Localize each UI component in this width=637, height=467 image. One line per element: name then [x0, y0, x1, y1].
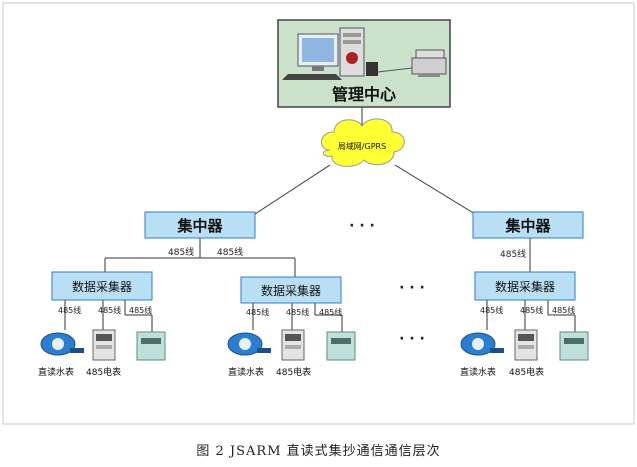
gas-meter-icon: [136, 331, 166, 361]
ellipsis-bottom: · · ·: [399, 331, 425, 347]
meter-line-label: 485线: [58, 305, 81, 315]
concentrator-right: 集中器: [472, 211, 584, 239]
electric-meter-icon: [92, 329, 116, 361]
network-cloud: 局域网/GPRS: [321, 118, 405, 167]
management-center: 管理中心: [277, 19, 451, 108]
meter-line-label: 485线: [286, 307, 309, 317]
collector-2-label: 数据采集器: [261, 283, 321, 298]
concentrator-left: 集中器: [144, 211, 256, 239]
meter-line-label: 485线: [246, 307, 269, 317]
meter-line-label: 485线: [480, 305, 503, 315]
collector-1: 数据采集器: [51, 271, 153, 301]
meter-line-label: 485线: [98, 305, 121, 315]
bus-label-left-b: 485线: [217, 246, 243, 258]
water-meter-icon: [227, 332, 271, 356]
electric-meter-caption: 485电表: [509, 366, 544, 378]
network-diagram: 管理中心 局域网/GPRS 集中器 集中器 485线 485线 485线 数据采…: [2, 2, 635, 425]
ellipsis-top: · · ·: [349, 218, 375, 234]
water-meter-icon: [40, 332, 84, 356]
collector-3: 数据采集器: [474, 271, 576, 301]
meter-line-label: 485线: [552, 305, 575, 315]
electric-meter-caption: 485电表: [276, 366, 311, 378]
collector-2: 数据采集器: [240, 276, 342, 304]
concentrator-right-label: 集中器: [504, 217, 551, 235]
concentrator-left-label: 集中器: [176, 217, 223, 235]
ellipsis-middle: · · ·: [399, 280, 425, 296]
meter-line-label: 485线: [319, 307, 342, 317]
water-meter-icon: [460, 332, 504, 356]
speaker-icon: [366, 62, 378, 76]
figure-caption: 图 2 JSARM 直读式集抄通信通信层次: [196, 444, 441, 459]
meter-line-label: 485线: [129, 305, 152, 315]
water-meter-caption: 直读水表: [38, 366, 74, 378]
electric-meter-icon: [514, 329, 538, 361]
printer-icon: [411, 49, 447, 77]
cloud-shape: [321, 118, 405, 167]
collector-3-label: 数据采集器: [495, 279, 555, 294]
network-label: 局域网/GPRS: [338, 141, 386, 151]
electric-meter-caption: 485电表: [86, 366, 121, 378]
electric-meter-icon: [281, 329, 305, 361]
bus-label-right: 485线: [500, 248, 526, 260]
gas-meter-icon: [326, 331, 356, 361]
ellipsis-group: · · · · · · · · ·: [349, 218, 425, 347]
meter-line-label: 485线: [520, 305, 543, 315]
bus-label-left-a: 485线: [168, 246, 194, 258]
collector-1-label: 数据采集器: [72, 279, 132, 294]
gas-meter-icon: [559, 331, 589, 361]
management-center-label: 管理中心: [332, 85, 396, 104]
printer-cable: [377, 67, 413, 73]
computer-tower-icon: [339, 27, 365, 77]
water-meter-caption: 直读水表: [228, 366, 264, 378]
water-meter-caption: 直读水表: [460, 366, 496, 378]
meter-line-labels: 485线 485线 485线 485线 485线 485线 485线 485线 …: [58, 305, 575, 317]
monitor-icon: [282, 33, 342, 80]
